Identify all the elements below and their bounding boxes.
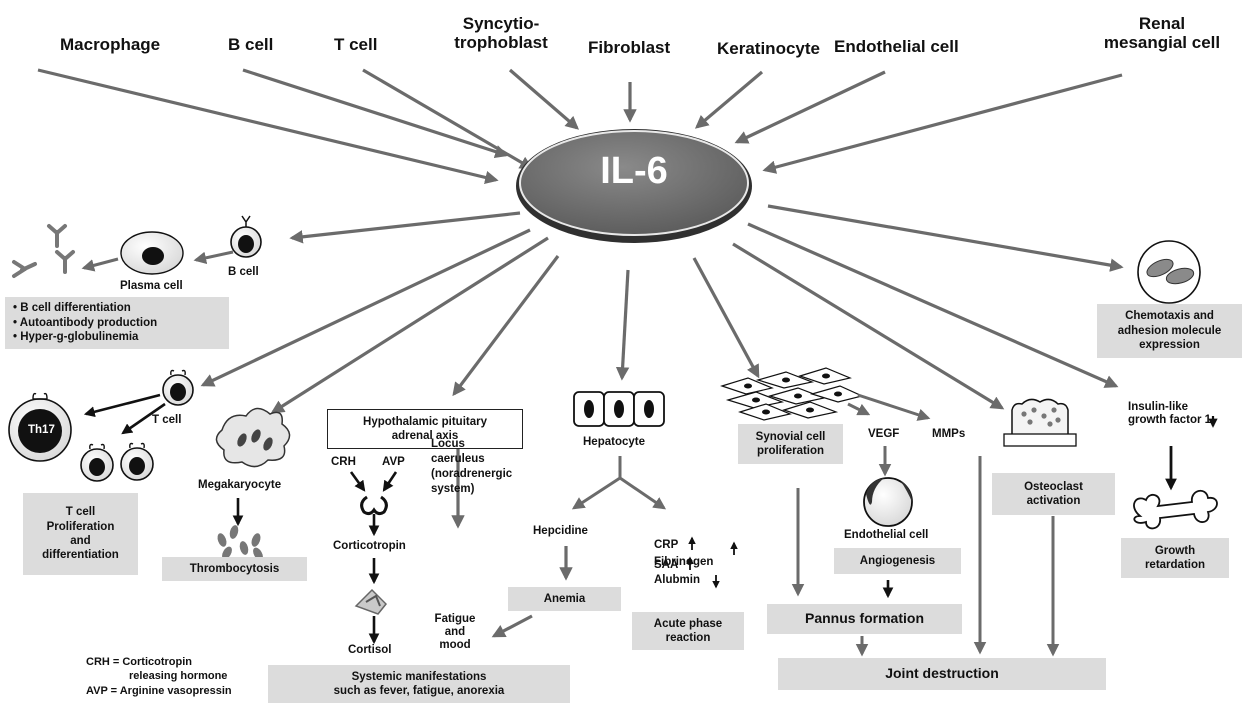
osteoclast-icon: [1003, 398, 1077, 447]
protein-direction-arrows: [686, 536, 738, 589]
angiogenesis-box: Angiogenesis: [834, 548, 961, 574]
thrombocytosis-box: Thrombocytosis: [162, 557, 307, 581]
plasma-cell-label: Plasma cell: [120, 280, 183, 292]
crh-label: CRH: [331, 456, 356, 468]
endothelial-cell-icon: [863, 477, 913, 527]
leukocyte-icon: [1137, 240, 1201, 304]
cortisol-label: Cortisol: [348, 644, 392, 656]
t-cell-icon: [162, 369, 194, 406]
bcell-branch-graphics: [12, 215, 262, 278]
th17-cell-icon: [8, 392, 72, 462]
protein-crp: CRP: [654, 539, 679, 551]
il6-label: IL-6: [600, 150, 668, 192]
source-macrophage: Macrophage: [60, 35, 161, 54]
abbreviation-legend: CRH = Corticotropin releasing hormone AV…: [86, 656, 232, 697]
endothelial-cell-label: Endothelial cell: [844, 529, 929, 541]
joint-destruction-box: Joint destruction: [778, 658, 1106, 690]
source-keratinocyte: Keratinocyte: [717, 39, 820, 58]
receptor-icon: [360, 495, 388, 516]
arrow-to-igf: [747, 222, 1119, 388]
tcell-effect-box: T cell Proliferation and differentiation: [23, 493, 138, 575]
arrow-to-osteoclast: [732, 242, 1005, 410]
steroid-icon: [354, 588, 388, 615]
arrow-to-hepatocyte: [615, 269, 630, 381]
megakaryocyte-icon: [215, 407, 291, 468]
bcell-effects-box: • B cell differentiation • Autoantibody …: [5, 297, 229, 349]
corticotropin-label: Corticotropin: [333, 540, 406, 552]
source-endothelial-cell: Endothelial cell: [834, 37, 959, 56]
source-syncytiotrophoblast: Syncytio-trophoblast: [454, 14, 548, 53]
b-cell-label: B cell: [228, 266, 259, 278]
pannus-formation-box: Pannus formation: [767, 604, 962, 634]
th17-label: Th17: [28, 424, 55, 436]
antibody-icons: [12, 224, 75, 278]
protein-saa: SAA: [654, 559, 679, 571]
avp-label: AVP: [382, 456, 405, 468]
arrow-to-chemotaxis: [767, 204, 1124, 272]
arrow-to-megakaryocyte: [270, 236, 549, 414]
input-arrows: [37, 68, 1123, 185]
mmps-label: MMPs: [932, 428, 966, 440]
protein-fibrinogen: Fibrinogen: [654, 556, 714, 568]
arrow-to-tcell: [200, 228, 531, 387]
output-arrows: [200, 204, 1124, 414]
daughter-t-cell-2: [120, 442, 154, 481]
arrow-t-cell: [362, 68, 534, 170]
source-t-cell: T cell: [334, 35, 378, 54]
source-b-cell: B cell: [228, 35, 274, 54]
hepatocyte-icon: [573, 391, 665, 427]
arrow-syncytiotrophoblast: [508, 68, 580, 130]
megakaryocyte-label: Megakaryocyte: [198, 479, 282, 491]
arrow-to-synovial: [692, 257, 760, 379]
source-fibroblast: Fibroblast: [588, 38, 671, 57]
arrow-endothelial: [734, 70, 886, 144]
bone-icon: [1133, 489, 1218, 530]
il6-node: [516, 129, 752, 243]
anemia-box: Anemia: [508, 587, 621, 611]
arrow-to-bcell: [289, 211, 521, 244]
arrow-keratinocyte: [694, 70, 764, 129]
arrow-b-cell: [242, 68, 509, 159]
hepcidine-label: Hepcidine: [533, 525, 588, 537]
arrow-renal: [762, 73, 1123, 174]
hepatocyte-label: Hepatocyte: [583, 436, 645, 448]
daughter-t-cell-1: [80, 443, 114, 482]
tcell-branch-graphics: [8, 369, 194, 482]
plasma-cell-icon: [120, 231, 184, 275]
arrow-to-hpa: [452, 255, 560, 397]
protein-albumin: Alubmin: [654, 574, 700, 586]
vegf-label: VEGF: [868, 428, 900, 440]
b-cell-icon: [230, 215, 262, 258]
arrow-macrophage: [37, 68, 499, 185]
t-cell-label: T cell: [152, 414, 182, 426]
